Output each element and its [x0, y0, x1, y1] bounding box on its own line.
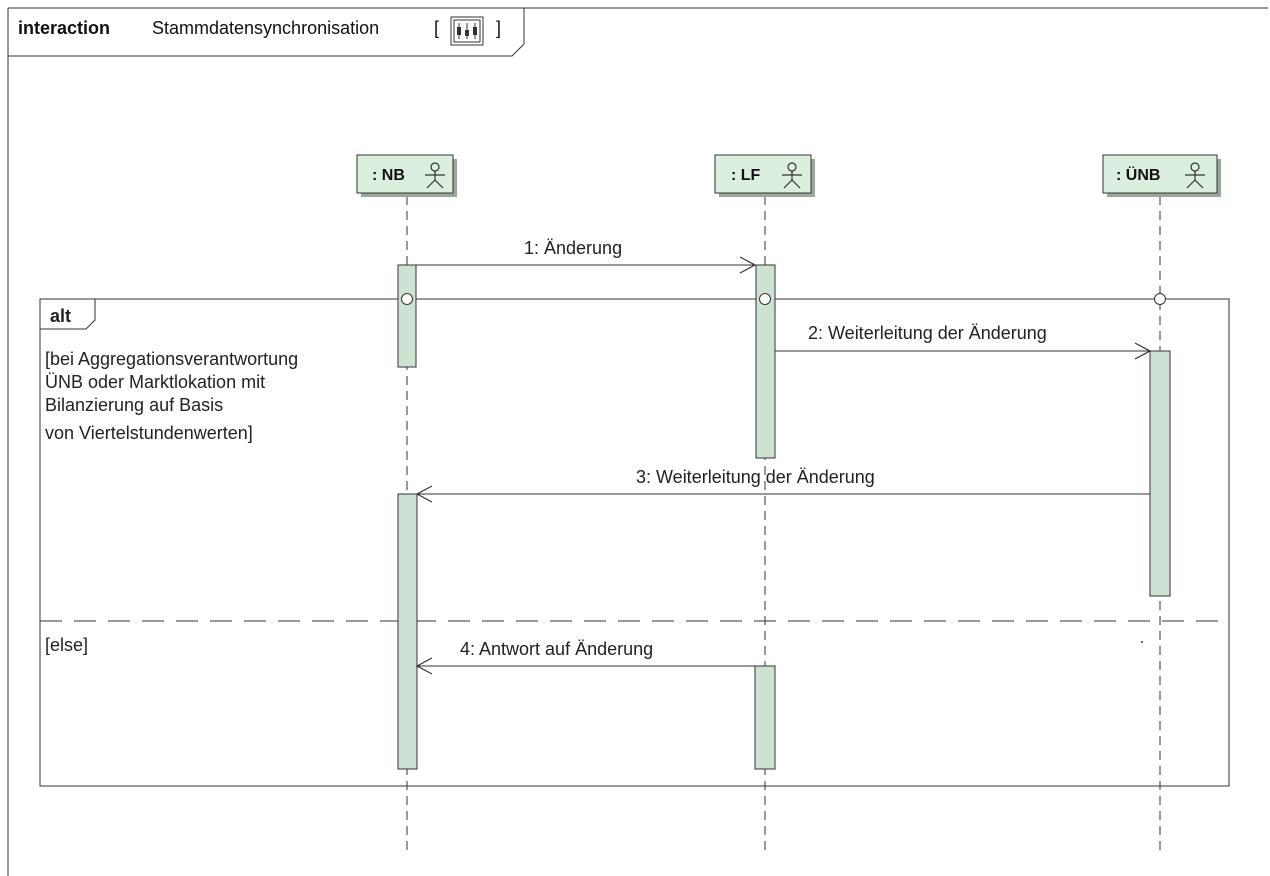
- message-4-label: 4: Antwort auf Änderung: [460, 639, 653, 659]
- actor-icon: [425, 162, 445, 189]
- activation-lf-2: [754, 665, 776, 770]
- activation-nb-2: [397, 493, 418, 770]
- frame-bracket-close: ]: [496, 18, 501, 38]
- message-3-label: 3: Weiterleitung der Änderung: [636, 467, 875, 487]
- lifeline-unb-header[interactable]: : ÜNB: [1102, 154, 1221, 197]
- lifeline-fragment-marker: [759, 293, 771, 305]
- lifeline-unb-label: : ÜNB: [1116, 165, 1160, 184]
- frame-keyword: interaction: [18, 18, 110, 38]
- alt-fragment: alt [bei Aggregationsverantwortung ÜNB o…: [39, 298, 1230, 787]
- guard-line-4: von Viertelstundenwerten]: [45, 423, 253, 443]
- frame-bracket-open: [: [434, 18, 439, 38]
- lifeline-fragment-marker: [401, 293, 413, 305]
- message-1-label: 1: Änderung: [524, 238, 622, 258]
- activation-unb-1: [1149, 350, 1171, 597]
- activation-nb-1: [397, 264, 417, 368]
- interaction-frame: interaction Stammdatensynchronisation [ …: [7, 7, 1268, 876]
- message-4[interactable]: 4: Antwort auf Änderung: [415, 639, 755, 675]
- guard-line-1: [bei Aggregationsverantwortung: [45, 349, 298, 369]
- diagram-type-icon: [450, 16, 484, 46]
- message-3[interactable]: 3: Weiterleitung der Änderung: [415, 467, 1150, 503]
- lifeline-lf-header[interactable]: : LF: [714, 154, 815, 197]
- lifeline-nb-label: : NB: [372, 167, 405, 184]
- message-1[interactable]: 1: Änderung: [416, 238, 757, 274]
- guard-line-3: Bilanzierung auf Basis: [45, 395, 223, 415]
- message-2-label: 2: Weiterleitung der Änderung: [808, 323, 1047, 343]
- frame-name: Stammdatensynchronisation: [152, 18, 379, 38]
- guard-line-2: ÜNB oder Marktlokation mit: [45, 372, 265, 392]
- lifeline-fragment-marker: [1154, 293, 1166, 305]
- guard-else: [else]: [45, 635, 88, 655]
- lifeline-lf-label: : LF: [731, 167, 761, 184]
- alt-operator: alt: [50, 306, 71, 326]
- stray-dot: [1141, 641, 1143, 643]
- lifeline-nb-header[interactable]: : NB: [356, 154, 457, 197]
- actor-icon: [782, 162, 802, 189]
- actor-icon: [1185, 162, 1205, 189]
- activation-lf-1: [755, 264, 776, 459]
- message-2[interactable]: 2: Weiterleitung der Änderung: [775, 323, 1152, 360]
